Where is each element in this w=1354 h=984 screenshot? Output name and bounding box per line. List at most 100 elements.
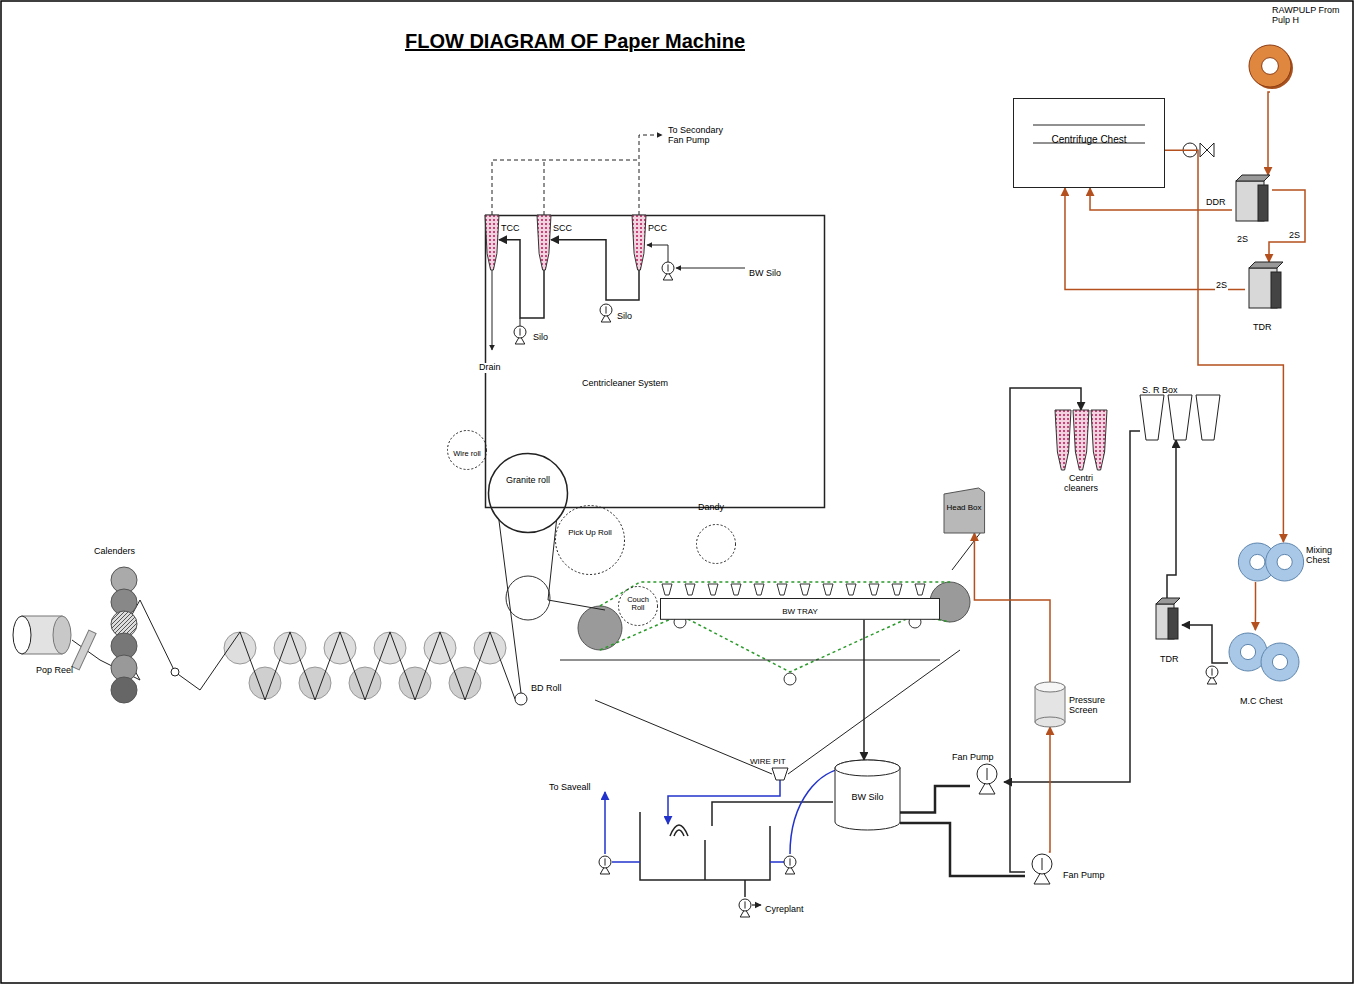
drawing-part [619,587,658,626]
roll-circle: Couch Roll [618,586,658,626]
node-text: BD Roll [531,684,562,694]
text-holder: BW Silo [835,786,900,804]
node-text: Pressure Screen [1069,696,1125,716]
cleaner-bank: Centri cleaners [1055,410,1107,470]
tray-bar: BW TRAY [660,598,940,620]
node-outline [537,215,551,270]
node-text: BW Silo [851,793,883,803]
text-holder: TDR [1160,648,1190,666]
mixing-chest: Mixing Chest [1240,542,1302,582]
node-outline [970,762,1004,802]
drawing-part [1200,143,1214,157]
drawing-part [639,135,662,215]
drawing-part [754,584,764,595]
node-outline [12,615,72,655]
drawing-part [1196,395,1220,440]
drawing-part [604,792,606,854]
drawing-part [662,584,672,595]
node-text: TCC [501,224,520,234]
refiner: TDR [1152,598,1182,643]
drawing-part [1035,717,1065,727]
node-text: RAWPULP From Pulp H [1272,6,1344,26]
node-outline [1152,598,1182,643]
flow-connector [900,823,1025,876]
node-outline [1232,175,1272,225]
text-holder: Pressure Screen [1069,696,1125,717]
flow-connector [1090,188,1232,210]
drawing-part [869,584,879,595]
drawing-part [274,632,306,664]
node-outline [515,693,527,705]
text-holder: Calenders [94,540,154,558]
drawing-part [1091,410,1107,470]
drawing-part [349,667,381,699]
pulp-chest: RAWPULP From Pulp H [1248,40,1292,92]
label-holder: Silo [616,305,640,323]
drawing-part [515,693,527,705]
drawing-part [846,584,856,595]
text-holder: DDR [1206,191,1230,209]
stuff-box: S. R Box [1140,395,1220,440]
label-holder: BW Silo [748,262,788,280]
drawing-part [374,632,406,664]
node-text: Centrifuge Chest [1051,134,1126,145]
drawing-part [537,215,551,270]
label-holder: Silo [532,326,556,344]
text-holder: Wire roll [451,442,483,460]
node-text: Couch Roll [622,596,654,613]
drawing-part [1035,682,1065,692]
machine-chest: M.C Chest [1228,630,1300,685]
drawing-part [1156,598,1180,604]
node-text: DDR [1206,198,1226,208]
text-holder: TCC [501,217,531,235]
node-text: TDR [1160,655,1179,665]
cleaner-cone: TCC [485,215,499,270]
drawing-part [1212,668,1213,675]
node-outline [1025,852,1059,892]
part-label: 2S [1215,281,1228,291]
dryer-section [72,600,515,700]
drawing-part [600,615,950,672]
drawing-part [987,768,988,780]
drawing-part [111,677,137,703]
drawing-part [492,160,639,215]
drawing-part [823,584,833,595]
text-holder: M.C Chest [1240,690,1300,708]
node-text: Dandy [698,503,724,513]
drawing-part [324,632,356,664]
part-label: 2S [1288,231,1301,241]
drawing-part [731,584,741,595]
part-label: Drain [478,363,502,373]
part-label: BW Silo [748,269,782,279]
text-holder: RAWPULP From Pulp H [1272,6,1344,27]
text-holder: Couch Roll [622,596,654,614]
flow-connector [1165,150,1283,542]
wire-foils [662,584,925,595]
drawing-part [1277,554,1292,569]
drawing-part [739,899,751,911]
drawing-part [560,660,940,661]
flow-connector [974,533,1050,682]
flow-connector [1269,190,1305,262]
drawing-part [474,632,506,664]
flow-connector [863,620,865,760]
label-holder: 2S [1288,224,1304,242]
drawing-part [424,632,456,664]
node-text: Granite roll [506,476,550,486]
node-text: Head Box [946,504,981,513]
label-holder: To Saveall [548,776,594,794]
drawing-part [1240,644,1255,659]
drawing-part [1258,185,1268,221]
drawing-part [784,856,796,868]
text-holder: Pick Up Roll [567,521,613,539]
drawing-part [249,667,281,699]
drawing-part [612,861,640,863]
drawing-part [578,606,622,650]
drawing-part [1168,608,1178,639]
drawing-part [53,616,71,654]
drawing-part [520,328,521,335]
drawing-part [599,856,611,868]
drawing-part [595,650,960,774]
roll-circle: BD Roll [515,693,527,705]
